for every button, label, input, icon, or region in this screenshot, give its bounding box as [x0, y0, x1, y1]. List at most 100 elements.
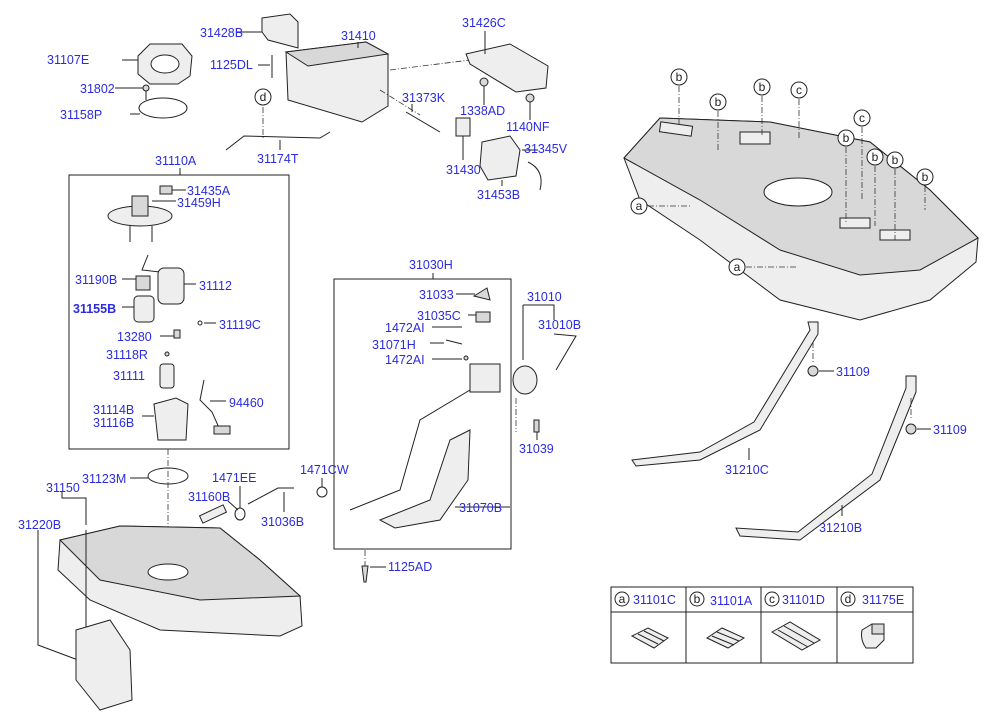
svg-text:31175E: 31175E: [862, 593, 904, 607]
svg-text:c: c: [859, 111, 865, 125]
label-1125DL: 1125DL: [210, 58, 253, 72]
svg-text:31101A: 31101A: [710, 594, 753, 608]
label-31430: 31430: [446, 163, 481, 177]
label-31110A: 31110A: [155, 154, 197, 168]
label-31119C: 31119C: [219, 318, 261, 332]
tube-31174T: [225, 107, 331, 151]
label-31039: 31039: [519, 442, 554, 456]
label-31210C: 31210C: [725, 463, 769, 477]
label-31109-2: 31109: [933, 423, 967, 437]
label-31210B: 31210B: [819, 521, 862, 535]
strap-31210B: [735, 375, 931, 541]
valve-31160B: [198, 500, 239, 524]
hose-31036B: [247, 487, 294, 505]
ring-31158P: [130, 97, 188, 119]
label-1471EE: 1471EE: [212, 471, 256, 485]
label-31111: 31111: [113, 369, 145, 383]
legend-cell-d: d 31175E: [840, 591, 904, 607]
callout-b: b: [753, 78, 771, 96]
label-31109: 31109: [836, 365, 870, 379]
svg-text:d: d: [845, 592, 852, 606]
label-31112: 31112: [199, 279, 232, 293]
label-31114B: 31114B: [93, 403, 134, 417]
svg-text:b: b: [676, 70, 683, 84]
label-31116B: 31116B: [93, 416, 134, 430]
label-31174T: 31174T: [257, 152, 299, 166]
callout-leaders: [648, 86, 926, 268]
pump-flange: [107, 185, 186, 242]
clamp-1471CW: [316, 486, 328, 498]
label-31035C: 31035C: [417, 309, 461, 323]
fuel-tank-top-view: [623, 117, 979, 321]
filter-31190B: [135, 275, 151, 291]
label-31190B: 31190B: [75, 273, 117, 287]
svg-text:b: b: [759, 80, 766, 94]
clamp-1471EE: [234, 507, 246, 521]
label-13280: 13280: [117, 330, 152, 344]
svg-text:b: b: [694, 592, 701, 606]
label-31453B: 31453B: [477, 188, 520, 202]
label-31107E: 31107E: [47, 53, 89, 67]
label-31033: 31033: [419, 288, 454, 302]
filter-31155B: [133, 295, 155, 323]
pump-31111: [159, 363, 175, 389]
pad-31101D-image: [771, 621, 821, 651]
callout-b: b: [709, 93, 727, 111]
label-1125AD: 1125AD: [388, 560, 432, 574]
canister-31410: [284, 41, 471, 123]
pad-31101C-image: [630, 627, 669, 649]
label-94460: 94460: [229, 396, 264, 410]
label-1140NF: 1140NF: [506, 120, 550, 134]
filler-neck-31030H: [349, 363, 538, 529]
label-1338AD: 1338AD: [460, 104, 505, 118]
filter-31112: [157, 267, 185, 305]
svg-text:c: c: [796, 83, 802, 97]
label-31010: 31010: [527, 290, 562, 304]
label-31802: 31802: [80, 82, 115, 96]
label-31426C: 31426C: [462, 16, 506, 30]
callout-b: b: [916, 168, 934, 186]
label-31459H: 31459H: [177, 196, 221, 210]
filler-neck-assembly-frame: [333, 278, 512, 550]
label-31036B: 31036B: [261, 515, 304, 529]
hose-31373K: [405, 104, 441, 133]
callout-d: d: [254, 88, 272, 106]
svg-text:a: a: [636, 199, 643, 213]
label-31373K: 31373K: [402, 91, 446, 105]
label-31123M: 31123M: [82, 472, 126, 486]
label-1471CW: 1471CW: [300, 463, 349, 477]
pad-31101A-image: [705, 627, 746, 649]
svg-text:a: a: [734, 260, 741, 274]
callout-b: b: [837, 129, 855, 147]
label-31410: 31410: [341, 29, 376, 43]
label-31150: 31150: [46, 481, 80, 495]
heat-shield-31220B: [75, 619, 133, 711]
svg-text:b: b: [872, 150, 879, 164]
label-31435A: 31435A: [187, 184, 231, 198]
screw-31802: [115, 84, 150, 100]
label-31010B: 31010B: [538, 318, 581, 332]
callout-b: b: [866, 148, 884, 166]
label-31160B: 31160B: [188, 490, 230, 504]
bracket-31426C: [465, 31, 549, 120]
svg-text:31101C: 31101C: [633, 593, 676, 607]
label-31158P: 31158P: [60, 108, 102, 122]
callout-a: a: [630, 197, 648, 215]
label-31071H: 31071H: [372, 338, 416, 352]
label-31428B: 31428B: [200, 26, 243, 40]
svg-text:c: c: [769, 592, 775, 606]
fuel-pump-assembly-frame: [68, 174, 290, 450]
label-1472AI: 1472AI: [385, 321, 425, 335]
label-31345V: 31345V: [524, 142, 568, 156]
legend-cell-b: b 31101A: [689, 591, 753, 608]
sender-94460: [213, 425, 231, 435]
bracket-31428B: [237, 13, 299, 78]
label-31070B: 31070B: [459, 501, 502, 515]
callout-b: b: [886, 151, 904, 169]
part-labels: 31428B 31410 31426C 31107E 1125DL 31802 …: [18, 16, 967, 574]
callout-c: c: [853, 109, 871, 127]
